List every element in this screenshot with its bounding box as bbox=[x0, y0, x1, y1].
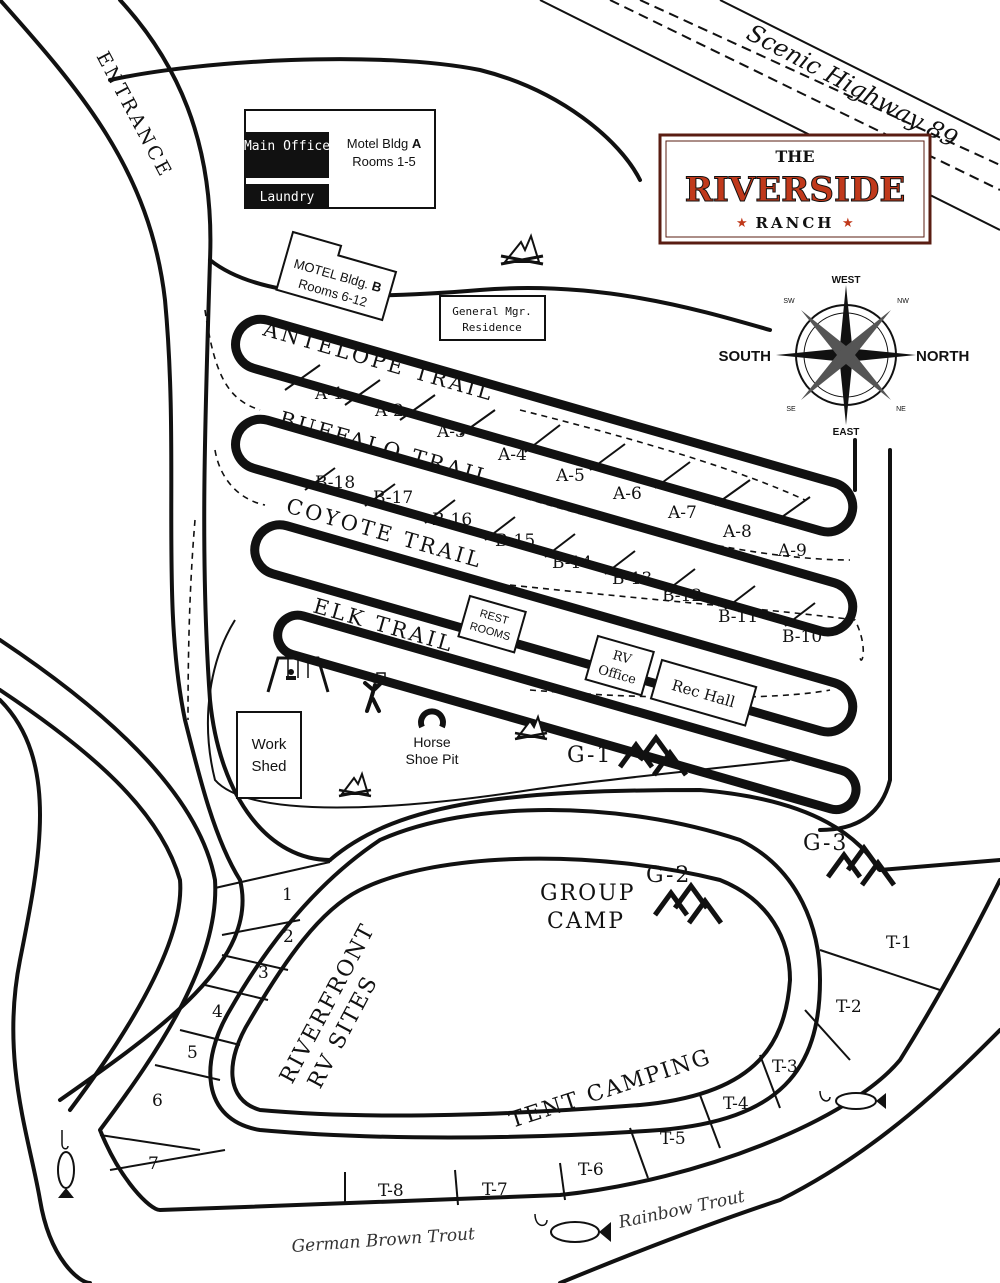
fire-pit-icon bbox=[514, 713, 548, 741]
rv-office: RV Office bbox=[584, 634, 655, 697]
tent-site-6: T-6 bbox=[578, 1160, 604, 1180]
main-office-block: Main Office Laundry Motel Bldg A Rooms 1… bbox=[244, 109, 436, 209]
work-shed-label-1: Work bbox=[252, 736, 287, 753]
compass-ne: NE bbox=[896, 406, 906, 413]
horseshoe-label-2: Shoe Pit bbox=[406, 751, 459, 767]
group-camp-label-1: GROUP bbox=[540, 881, 636, 906]
entrance-label: ENTRANCE bbox=[92, 48, 177, 182]
rainbow-trout-label: Rainbow Trout bbox=[616, 1187, 747, 1233]
a-sites: A-1 A-2 A-3 A-4 A-5 A-6 A-7 A-8 A-9 bbox=[314, 384, 807, 561]
logo-the: THE bbox=[775, 147, 814, 166]
site-b-13: B-13 bbox=[612, 569, 652, 589]
compass-north: NORTH bbox=[916, 348, 969, 365]
activity-icon bbox=[363, 672, 386, 713]
rv-sites: 1 2 3 4 5 6 7 bbox=[148, 885, 294, 1174]
site-a-8: A-8 bbox=[722, 522, 752, 542]
rv-office-label-1: RV bbox=[611, 648, 634, 668]
motel-b-block: MOTEL Bldg. B Rooms 6-12 bbox=[275, 230, 398, 322]
site-b-10: B-10 bbox=[782, 627, 822, 647]
b-sites: B-18 B-17 B-16 B-15 B-14 B-13 B-12 B-11 … bbox=[315, 473, 822, 647]
site-b-11: B-11 bbox=[718, 607, 758, 627]
gm-label-2: Residence bbox=[462, 321, 522, 334]
tent-site-8: T-8 bbox=[378, 1181, 404, 1201]
tent-icon bbox=[825, 843, 897, 887]
tent-site-7: T-7 bbox=[482, 1180, 508, 1200]
rv-site-5: 5 bbox=[187, 1043, 198, 1063]
site-a-9: A-9 bbox=[777, 541, 807, 561]
compass-east: EAST bbox=[833, 427, 860, 438]
rv-site-2: 2 bbox=[283, 927, 294, 947]
site-b-16: B-16 bbox=[432, 510, 472, 530]
group-g3-label: G-3 bbox=[803, 831, 848, 856]
site-a-4: A-4 bbox=[497, 445, 527, 465]
tent-icon bbox=[617, 733, 689, 777]
tent-camping-label: TENT CAMPING bbox=[506, 1045, 715, 1134]
laundry-label: Laundry bbox=[260, 190, 315, 205]
site-b-17: B-17 bbox=[373, 488, 413, 508]
gm-label-1: General Mgr. bbox=[452, 305, 531, 318]
fire-pit-icon bbox=[338, 770, 372, 798]
tent-site-5: T-5 bbox=[660, 1129, 686, 1149]
group-g2-label: G-2 bbox=[646, 863, 691, 888]
rest-rooms: REST ROOMS bbox=[457, 594, 527, 654]
site-a-5: A-5 bbox=[555, 466, 585, 486]
german-trout-label: German Brown Trout bbox=[291, 1224, 476, 1257]
logo-star-left: ★ bbox=[736, 215, 748, 230]
site-a-7: A-7 bbox=[667, 503, 697, 523]
site-b-12: B-12 bbox=[662, 586, 702, 606]
fish-icon bbox=[534, 1213, 611, 1243]
highway-label: Scenic Highway 89 bbox=[742, 19, 962, 154]
motel-a-rooms: Rooms 1-5 bbox=[352, 154, 416, 169]
tent-icon bbox=[652, 881, 724, 925]
main-office-label: Main Office bbox=[244, 139, 330, 154]
rv-site-6: 6 bbox=[152, 1091, 163, 1111]
group-camp-label-2: CAMP bbox=[547, 909, 625, 934]
fish-icon bbox=[819, 1090, 886, 1110]
site-b-14: B-14 bbox=[552, 553, 592, 573]
tent-sites: T-1 T-2 T-3 T-4 T-5 T-6 T-7 T-8 bbox=[378, 933, 912, 1201]
logo-riverside: RIVERSIDE bbox=[685, 170, 906, 210]
motel-a-title: Motel Bldg A bbox=[347, 136, 422, 151]
work-shed: Work Shed bbox=[236, 711, 302, 799]
rv-site-1: 1 bbox=[282, 885, 293, 905]
traffic-flow-arrows bbox=[187, 309, 865, 721]
rv-site-3: 3 bbox=[258, 963, 269, 983]
logo-star-right: ★ bbox=[842, 215, 854, 230]
rec-hall: Rec Hall bbox=[649, 658, 758, 727]
compass-west: WEST bbox=[832, 275, 861, 286]
playground-icon bbox=[266, 656, 330, 693]
compass-sw: SW bbox=[783, 298, 795, 305]
work-shed-label-2: Shed bbox=[251, 758, 286, 775]
site-a-6: A-6 bbox=[612, 484, 642, 504]
gm-residence: General Mgr. Residence bbox=[439, 295, 546, 341]
fish-icon bbox=[57, 1130, 75, 1198]
tent-site-2: T-2 bbox=[836, 997, 862, 1017]
site-b-18: B-18 bbox=[315, 473, 355, 493]
compass-se: SE bbox=[786, 406, 796, 413]
compass-rose: WEST EAST SOUTH NORTH SW NW SE NE bbox=[719, 275, 970, 438]
rv-site-7: 7 bbox=[148, 1154, 159, 1174]
rv-site-dividers bbox=[99, 861, 331, 1171]
site-dividers bbox=[284, 364, 816, 627]
tent-site-1: T-1 bbox=[886, 933, 912, 953]
site-a-3: A-3 bbox=[436, 422, 466, 442]
site-a-1: A-1 bbox=[314, 384, 344, 404]
rv-site-4: 4 bbox=[212, 1002, 223, 1022]
logo-ranch: RANCH bbox=[756, 214, 835, 232]
riverside-logo: THE RIVERSIDE RANCH ★ ★ bbox=[658, 133, 932, 245]
site-a-2: A-2 bbox=[374, 401, 404, 421]
group-g1-label: G-1 bbox=[567, 743, 612, 768]
compass-south: SOUTH bbox=[719, 348, 772, 365]
fire-pit-icon bbox=[500, 233, 544, 266]
tent-site-dividers bbox=[344, 949, 941, 1206]
horseshoe-label-1: Horse bbox=[413, 734, 451, 750]
horseshoe-icon bbox=[418, 708, 446, 729]
compass-nw: NW bbox=[897, 298, 909, 305]
site-b-15: B-15 bbox=[495, 531, 535, 551]
tent-site-4: T-4 bbox=[723, 1094, 749, 1114]
tent-site-3: T-3 bbox=[772, 1057, 798, 1077]
